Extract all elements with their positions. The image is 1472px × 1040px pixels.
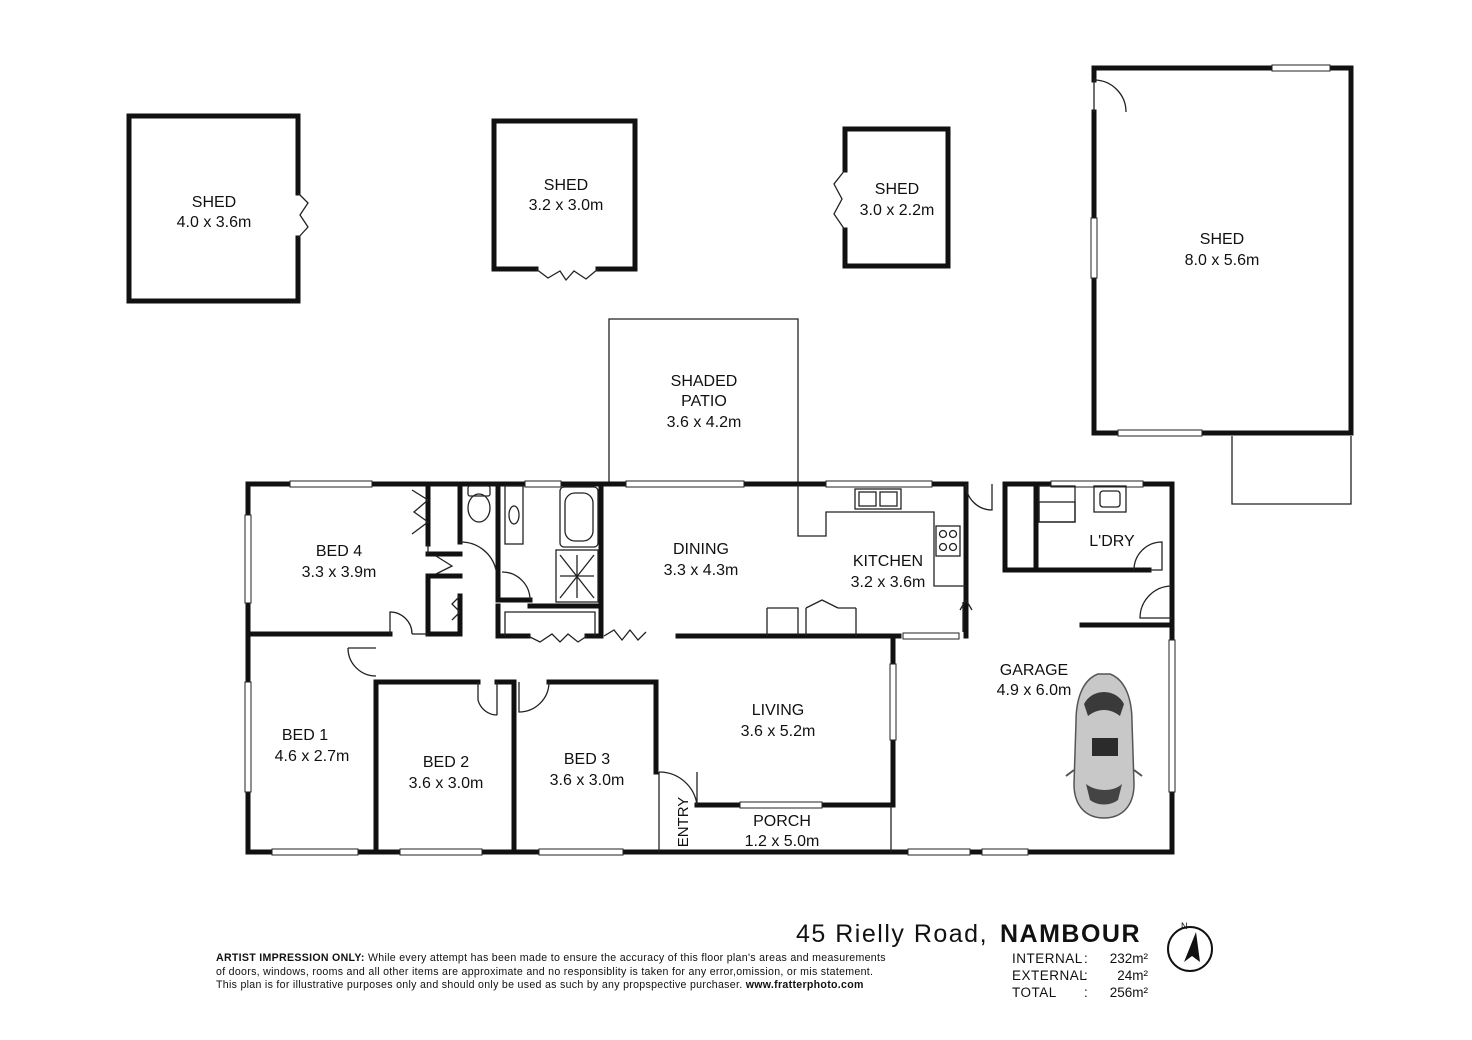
vanity [504, 485, 524, 545]
toilet-cistern [467, 485, 491, 497]
north-compass-icon: N [1167, 921, 1213, 972]
area-total-row: TOTAL : 256m² [1012, 985, 1148, 1000]
cooktop [935, 525, 961, 557]
bed1-name: BED 1 [282, 727, 328, 744]
address-suburb: NAMBOUR [1000, 920, 1141, 948]
shed-4x3-6 [126, 113, 309, 304]
bathtub [559, 486, 599, 548]
toilet-bowl [467, 493, 491, 523]
shaded-patio-outline [608, 318, 799, 484]
area-internal-label: INTERNAL [1012, 951, 1083, 966]
disclaimer-lead: ARTIST IMPRESSION ONLY: [216, 952, 365, 964]
disclaimer-url: www.fratterphoto.com [745, 979, 864, 992]
living-name: LIVING [752, 702, 804, 719]
car-icon [1065, 673, 1143, 819]
kitchen-bench [797, 484, 966, 587]
shed-a-name: SHED [192, 194, 236, 211]
garage-name: GARAGE [1000, 662, 1068, 679]
shower [555, 549, 599, 603]
bed3-name: BED 3 [564, 751, 610, 768]
laundry-name: L'DRY [1089, 533, 1135, 550]
kitchen-name: KITCHEN [853, 553, 923, 570]
garage-size: 4.9 x 6.0m [997, 682, 1072, 699]
patio-name-1: SHADED [671, 373, 738, 390]
area-internal-value: 232m² [1109, 951, 1148, 966]
bed4-name: BED 4 [316, 543, 362, 560]
porch-name: PORCH [753, 813, 811, 830]
area-internal-row: INTERNAL : 232m² [1012, 951, 1148, 966]
dining-name: DINING [673, 541, 729, 558]
area-total-value: 256m² [1109, 985, 1148, 1000]
area-external-row: EXTERNAL : 24m² [1012, 968, 1148, 983]
porch-size: 1.2 x 5.0m [745, 833, 820, 850]
windows [244, 480, 1176, 856]
kitchen-sink [854, 488, 902, 510]
laundry-tub [1093, 485, 1127, 513]
shed-b-name: SHED [544, 177, 588, 194]
entry-label: ENTRY [675, 797, 692, 848]
shed-3x2-2 [833, 126, 951, 269]
basin [508, 505, 520, 525]
kitchen-size: 3.2 x 3.6m [851, 574, 926, 591]
fixtures [467, 484, 1127, 603]
shed-d-size: 8.0 x 5.6m [1185, 252, 1260, 269]
disclaimer-body: While every attempt has been made to ens… [216, 952, 886, 992]
laundry-tub-cabinet [1038, 485, 1076, 523]
area-external-label: EXTERNAL [1012, 968, 1088, 983]
shed-3-2x3 [491, 118, 638, 282]
bed1-size: 4.6 x 2.7m [275, 748, 350, 765]
shed-c-size: 3.0 x 2.2m [860, 202, 935, 219]
bed2-size: 3.6 x 3.0m [409, 775, 484, 792]
shower-drain [559, 554, 595, 599]
shed-b-size: 3.2 x 3.0m [529, 197, 604, 214]
bathtub-inner [564, 492, 594, 542]
bed4-size: 3.3 x 3.9m [302, 564, 377, 581]
bed3-size: 3.6 x 3.0m [550, 772, 625, 789]
bed2-name: BED 2 [423, 754, 469, 771]
shed-d-name: SHED [1200, 231, 1244, 248]
patio-name-2: PATIO [681, 393, 727, 410]
area-external-value: 24m² [1117, 968, 1148, 983]
disclaimer: ARTIST IMPRESSION ONLY: While every atte… [216, 952, 896, 993]
address-street: 45 Rielly Road, [796, 920, 988, 948]
shed-c-name: SHED [875, 181, 919, 198]
patio-size: 3.6 x 4.2m [667, 414, 742, 431]
area-total-label: TOTAL [1012, 985, 1057, 1000]
dining-size: 3.3 x 4.3m [664, 562, 739, 579]
shed-a-size: 4.0 x 3.6m [177, 214, 252, 231]
shed-8x5-6 [1090, 64, 1354, 505]
compass-letter: N [1181, 921, 1188, 931]
area-summary: INTERNAL : 232m² EXTERNAL : 24m² TOTAL :… [1012, 950, 1152, 1001]
living-size: 3.6 x 5.2m [741, 723, 816, 740]
door-swings [347, 483, 1173, 806]
